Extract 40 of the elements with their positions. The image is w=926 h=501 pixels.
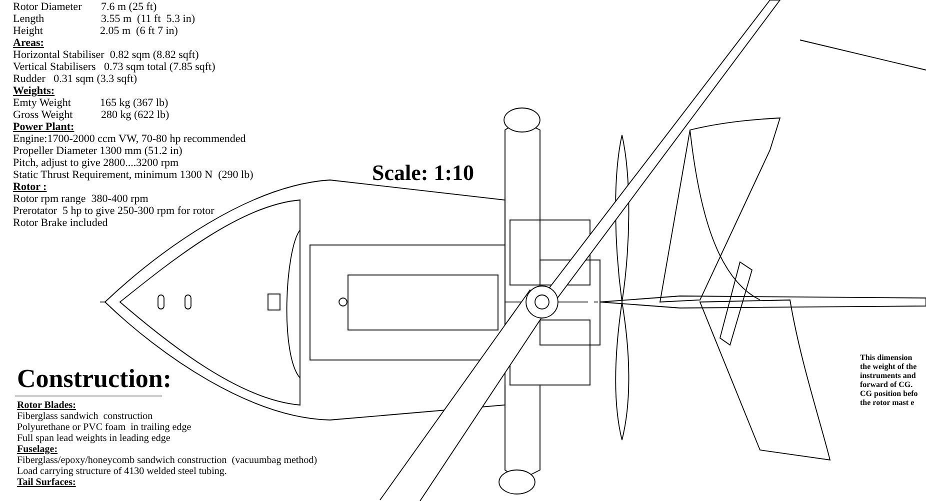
spec-text: Rotor Brake included: [13, 217, 108, 229]
spec-text: Length: [13, 13, 44, 25]
spec-text: Engine:1700-2000 ccm VW, 70-80 hp recommended: [13, 133, 246, 145]
section-heading: Power Plant:: [13, 121, 74, 133]
spec-text: Rotor Diameter: [13, 1, 82, 13]
spec-text: 280 kg (622 lb): [101, 109, 170, 121]
section-heading: Tail Surfaces:: [17, 477, 76, 489]
spec-text: Static Thrust Requirement, minimum 1300 N (290 lb): [13, 169, 254, 181]
note-text: the rotor mast e: [860, 398, 914, 407]
spec-text: Rotor rpm range 380-400 rpm: [13, 193, 148, 205]
spec-text: Rudder 0.31 sqm (3.3 sqft): [13, 73, 138, 85]
spec-text: Horizontal Stabiliser 0.82 sqm (8.82 sqft): [13, 49, 199, 61]
section-heading: Weights:: [13, 85, 55, 97]
section-heading: Rotor :: [13, 181, 47, 193]
section-heading: Fuselage:: [17, 444, 58, 456]
spec-text: 2.05 m (6 ft 7 in): [100, 25, 178, 37]
note-text: CG position befo: [860, 389, 918, 398]
note-text: This dimension: [860, 353, 912, 362]
spec-text: Vertical Stabilisers 0.73 sqm total (7.85 sqft): [13, 61, 216, 73]
section-heading: Areas:: [13, 37, 44, 49]
note-text: instruments and: [860, 371, 916, 380]
spec-text: Prerotator 5 hp to give 250-300 rpm for rotor: [13, 205, 214, 217]
spec-text: Emty Weight: [13, 97, 71, 109]
spec-text: 3.55 m (11 ft 5.3 in): [101, 13, 195, 25]
spec-text: Height: [13, 25, 43, 37]
spec-text: Pitch, adjust to give 2800....3200 rpm: [13, 157, 179, 169]
spec-text: Load carrying structure of 4130 welded steel tubing.: [17, 466, 227, 478]
spec-text: Full span lead weights in leading edge: [17, 433, 170, 445]
spec-text: 165 kg (367 lb): [100, 97, 168, 109]
spec-text: 7.6 m (25 ft): [101, 1, 157, 13]
spec-text: Propeller Diameter 1300 mm (51.2 in): [13, 145, 182, 157]
spec-text: Polyurethane or PVC foam in trailing edge: [17, 422, 192, 434]
spec-text: Gross Weight: [13, 109, 73, 121]
heading: Construction:: [17, 364, 172, 394]
scale-label: Scale: 1:10: [372, 160, 474, 186]
note-text: forward of CG.: [860, 380, 913, 389]
section-heading: Rotor Blades:: [17, 400, 76, 412]
spec-text: Fiberglass sandwich construction: [17, 411, 153, 423]
spec-text: Fiberglass/epoxy/honeycomb sandwich construction (vacuumbag method): [17, 455, 318, 467]
note-text: the weight of the: [860, 362, 917, 371]
